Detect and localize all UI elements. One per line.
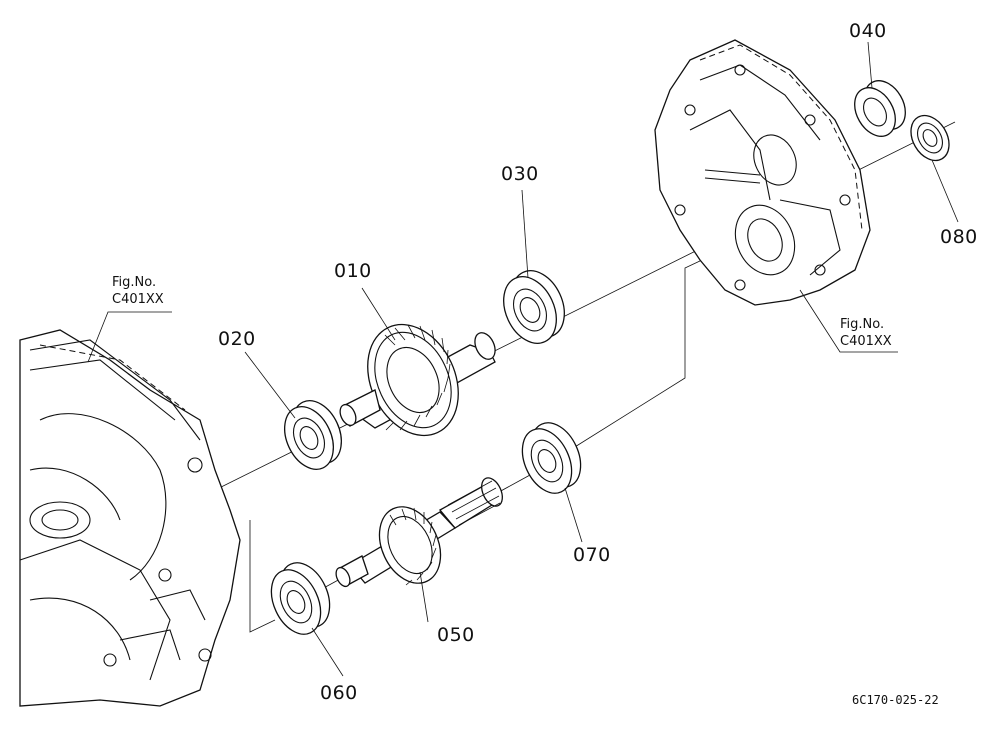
fig-ref-right: Fig.No. C401XX (840, 316, 892, 350)
fig-ref-left: Fig.No. C401XX (112, 274, 164, 308)
label-050: 050 (437, 624, 475, 646)
leader-070 (564, 487, 583, 543)
label-040: 040 (849, 20, 887, 42)
leader-lines (87, 41, 959, 677)
fig-ref-right-line1: Fig.No. (840, 317, 885, 332)
leader-fig-right (799, 289, 898, 353)
leader-030 (521, 189, 529, 279)
label-070: 070 (573, 544, 611, 566)
leader-060 (311, 627, 344, 677)
oil-seal-080 (910, 114, 950, 162)
label-080: 080 (940, 226, 978, 248)
right-housing (654, 39, 871, 306)
bearing-020 (284, 400, 342, 470)
label-060: 060 (320, 682, 358, 704)
label-020: 020 (218, 328, 256, 350)
splined-shaft-050 (335, 477, 503, 588)
bearing-060 (270, 562, 331, 635)
leader-050 (419, 571, 429, 623)
drawing-code: 6C170-025-22 (852, 693, 939, 707)
label-030: 030 (501, 163, 539, 185)
fig-ref-left-line2: C401XX (112, 292, 164, 307)
leader-040 (867, 41, 873, 89)
leader-010 (361, 287, 396, 341)
gear-shaft-010 (339, 323, 496, 437)
bearing-070 (521, 422, 582, 494)
seal-040 (854, 80, 906, 137)
leader-fig-left (87, 311, 172, 363)
fig-ref-left-line1: Fig.No. (112, 275, 157, 290)
left-transmission-case (19, 329, 241, 707)
fig-ref-right-line2: C401XX (840, 334, 892, 349)
leader-080 (931, 159, 959, 223)
bearing-030 (503, 270, 565, 344)
leader-020 (244, 351, 296, 419)
label-010: 010 (334, 260, 372, 282)
